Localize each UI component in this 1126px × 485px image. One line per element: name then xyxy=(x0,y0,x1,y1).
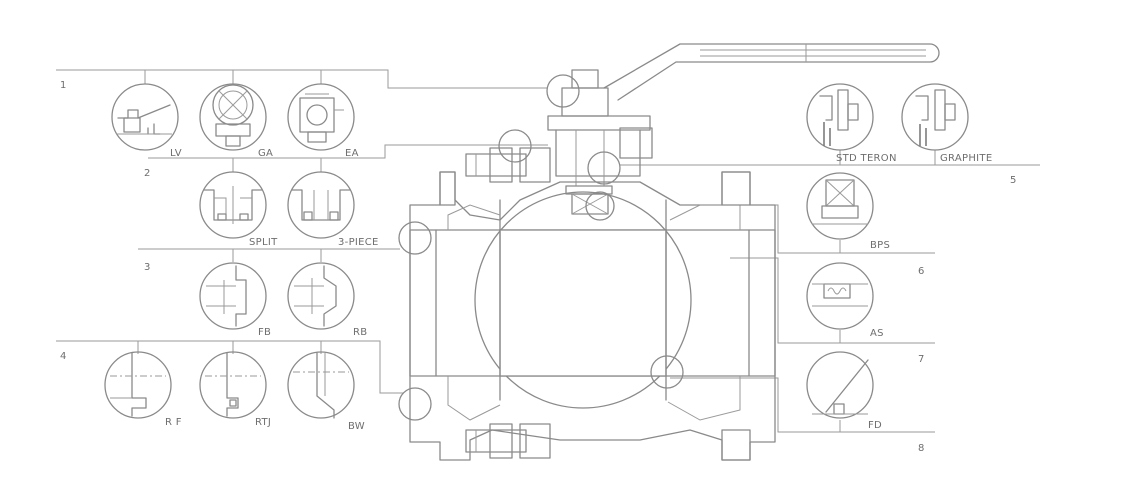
callout-6: 6 xyxy=(918,266,924,277)
label-lv: LV xyxy=(170,148,182,159)
detail-rf xyxy=(104,351,172,419)
label-fd: FD xyxy=(868,420,882,431)
label-split: SPLIT xyxy=(249,237,278,248)
detail-ga xyxy=(199,83,267,151)
detail-fb xyxy=(199,262,267,330)
label-rb: RB xyxy=(353,327,367,338)
detail-split xyxy=(199,171,267,239)
detail-ea xyxy=(287,83,355,151)
detail-graphite xyxy=(901,83,969,151)
callout-8: 8 xyxy=(918,443,924,454)
label-rtj: RTJ xyxy=(255,417,271,428)
ball-valve-section xyxy=(398,43,940,461)
label-3-piece: 3-PIECE xyxy=(338,237,379,248)
callout-5: 5 xyxy=(1010,175,1016,186)
callout-3: 3 xyxy=(144,262,150,273)
detail-rb xyxy=(287,262,355,330)
detail-bw xyxy=(287,351,355,419)
detail-as xyxy=(806,262,874,330)
label-std-teron: STD TERON xyxy=(836,153,897,164)
callout-7: 7 xyxy=(918,354,924,365)
label-bw: BW xyxy=(348,421,365,432)
callout-4: 4 xyxy=(60,351,66,362)
label-ea: EA xyxy=(345,148,359,159)
detail-bps xyxy=(806,172,874,240)
label-bps: BPS xyxy=(870,240,890,251)
detail-3-piece xyxy=(287,171,355,239)
callout-1: 1 xyxy=(60,80,66,91)
detail-std-teron xyxy=(806,83,874,151)
right-leader-lines xyxy=(620,150,1040,433)
label-fb: FB xyxy=(258,327,271,338)
callout-2: 2 xyxy=(144,168,150,179)
label-as: AS xyxy=(870,328,884,339)
label-graphite: GRAPHITE xyxy=(940,153,992,164)
label-rf: R F xyxy=(165,417,182,428)
detail-rtj xyxy=(199,351,267,419)
label-ga: GA xyxy=(258,148,273,159)
detail-fd xyxy=(806,351,874,419)
detail-lv xyxy=(111,83,179,151)
